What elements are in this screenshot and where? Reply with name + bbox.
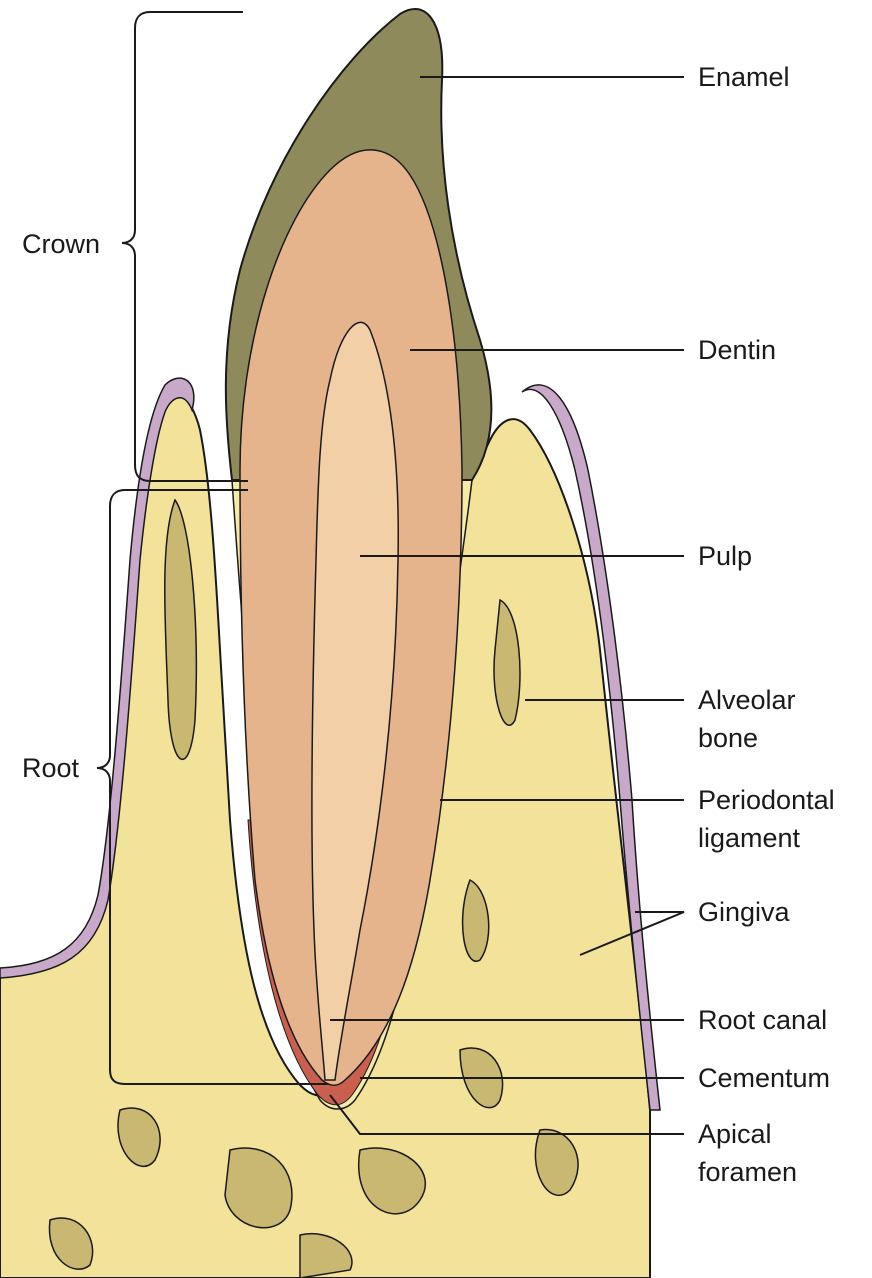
label-gingiva: Gingiva xyxy=(698,894,790,930)
label-periodontal-ligament-line2: ligament xyxy=(698,820,800,856)
label-apical-foramen-line2: foramen xyxy=(698,1154,797,1190)
label-root-canal: Root canal xyxy=(698,1002,827,1038)
label-cementum: Cementum xyxy=(698,1060,830,1096)
label-apical-foramen-line1: Apical xyxy=(698,1116,772,1152)
label-dentin: Dentin xyxy=(698,332,776,368)
label-alveolar-bone-line2: bone xyxy=(698,720,758,756)
label-periodontal-ligament-line1: Periodontal xyxy=(698,782,835,818)
label-enamel: Enamel xyxy=(698,59,790,95)
label-crown: Crown xyxy=(22,226,100,262)
label-pulp: Pulp xyxy=(698,538,752,574)
label-root: Root xyxy=(22,750,79,786)
label-alveolar-bone-line1: Alveolar xyxy=(698,682,796,718)
